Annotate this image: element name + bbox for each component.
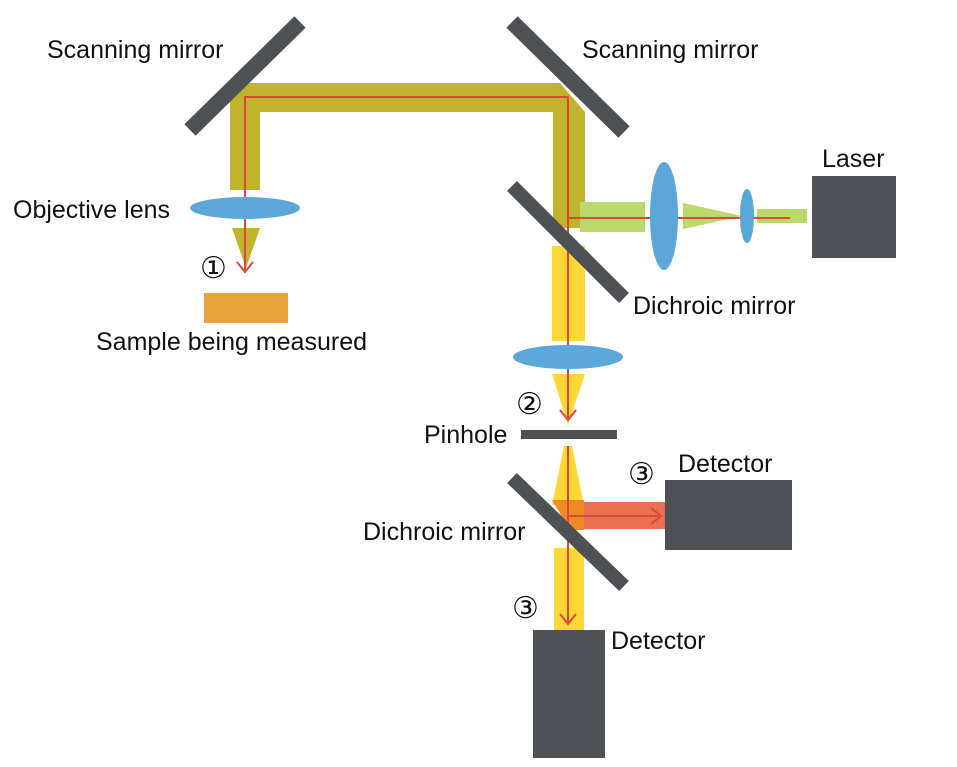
detector-bottom	[533, 630, 605, 758]
laser-lens-small	[740, 189, 754, 243]
laser-lens-large	[650, 162, 678, 270]
beam-green-laser-cone	[683, 203, 742, 229]
label-detector-bottom: Detector	[611, 627, 705, 655]
marker-three-bottom: ③	[512, 591, 539, 626]
detector-right	[665, 480, 792, 550]
label-pinhole: Pinhole	[424, 421, 507, 449]
tube-lens	[513, 345, 623, 369]
marker-three-right: ③	[628, 457, 655, 492]
ray-arrow-1	[236, 261, 254, 274]
pinhole	[521, 430, 617, 439]
label-sample: Sample being measured	[96, 328, 367, 356]
marker-two: ②	[516, 387, 543, 422]
label-scanning-mirror-right: Scanning mirror	[582, 36, 758, 64]
dichroic-mirror-upper	[507, 181, 629, 303]
label-objective-lens: Objective lens	[13, 196, 170, 224]
beam-green-laser-1	[757, 209, 807, 223]
label-detector-right: Detector	[678, 450, 772, 478]
laser	[812, 176, 896, 258]
dichroic-mirror-lower	[507, 472, 629, 592]
ray-arrow-bottom	[559, 613, 577, 626]
marker-one: ①	[200, 251, 227, 286]
label-scanning-mirror-left: Scanning mirror	[47, 36, 223, 64]
sample	[204, 293, 288, 323]
objective-lens	[190, 197, 300, 219]
ray-arrow-2	[559, 409, 577, 422]
scanning-mirror-left	[184, 16, 306, 136]
label-dichroic-mirror-lower: Dichroic mirror	[363, 518, 526, 546]
ray-arrow-right	[650, 507, 663, 525]
label-dichroic-mirror-upper: Dichroic mirror	[633, 292, 796, 320]
label-laser: Laser	[822, 145, 885, 173]
scanning-mirror-right	[506, 16, 630, 138]
ray-path-main	[244, 96, 790, 270]
